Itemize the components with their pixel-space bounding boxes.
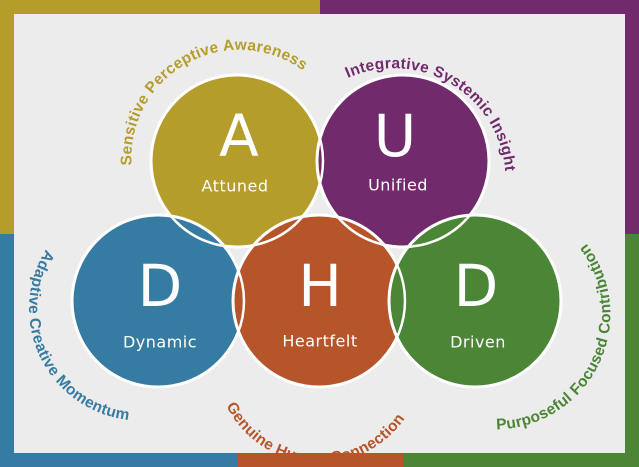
outline-heartfelt <box>231 213 407 389</box>
letter-h: H <box>298 252 342 320</box>
circle-outlines <box>70 73 563 389</box>
word-driven: Driven <box>450 333 506 352</box>
letter-u: U <box>374 102 416 170</box>
word-unified: Unified <box>368 176 428 195</box>
letter-d-dynamic: D <box>138 252 183 320</box>
letter-d-driven: D <box>454 252 499 320</box>
word-attuned: Attuned <box>202 177 269 196</box>
circles <box>70 73 563 389</box>
outline-dynamic <box>70 213 246 389</box>
outline-attuned <box>149 73 325 249</box>
circle-labels: A Attuned U Unified D Dynamic H Heartfel… <box>123 102 506 352</box>
letter-a: A <box>219 102 259 170</box>
outline-driven <box>387 213 563 389</box>
outline-unified <box>315 73 491 249</box>
word-dynamic: Dynamic <box>123 333 197 352</box>
word-heartfelt: Heartfelt <box>282 332 357 351</box>
